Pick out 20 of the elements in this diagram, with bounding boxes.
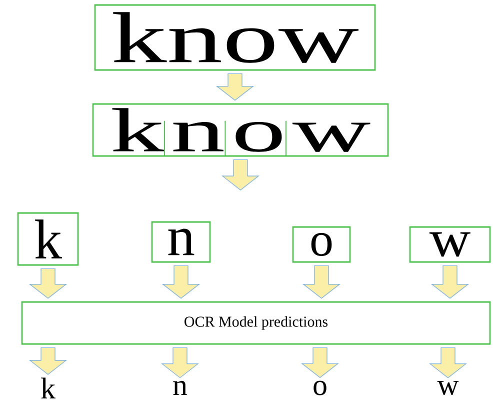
output-letter: o [314,380,326,396]
block-arrow [216,73,254,101]
block-arrow [160,347,200,378]
block-arrow [300,347,340,378]
block-arrow [428,347,468,378]
letter-box: n [151,221,211,263]
output-letter: k [41,378,56,398]
letter-box: o [292,226,351,263]
block-arrow [221,159,260,190]
block-arrow [430,265,470,299]
block-arrow [28,347,68,375]
block-arrow [28,268,68,299]
letter-box: w [409,226,491,263]
model-box: OCR Model predictions [21,301,491,345]
word-box: know [94,4,376,71]
block-arrow [162,265,200,299]
block-arrow [302,265,341,299]
output-letter: w [437,380,459,396]
output-letter: n [173,380,188,396]
letter-box: k [17,212,79,266]
